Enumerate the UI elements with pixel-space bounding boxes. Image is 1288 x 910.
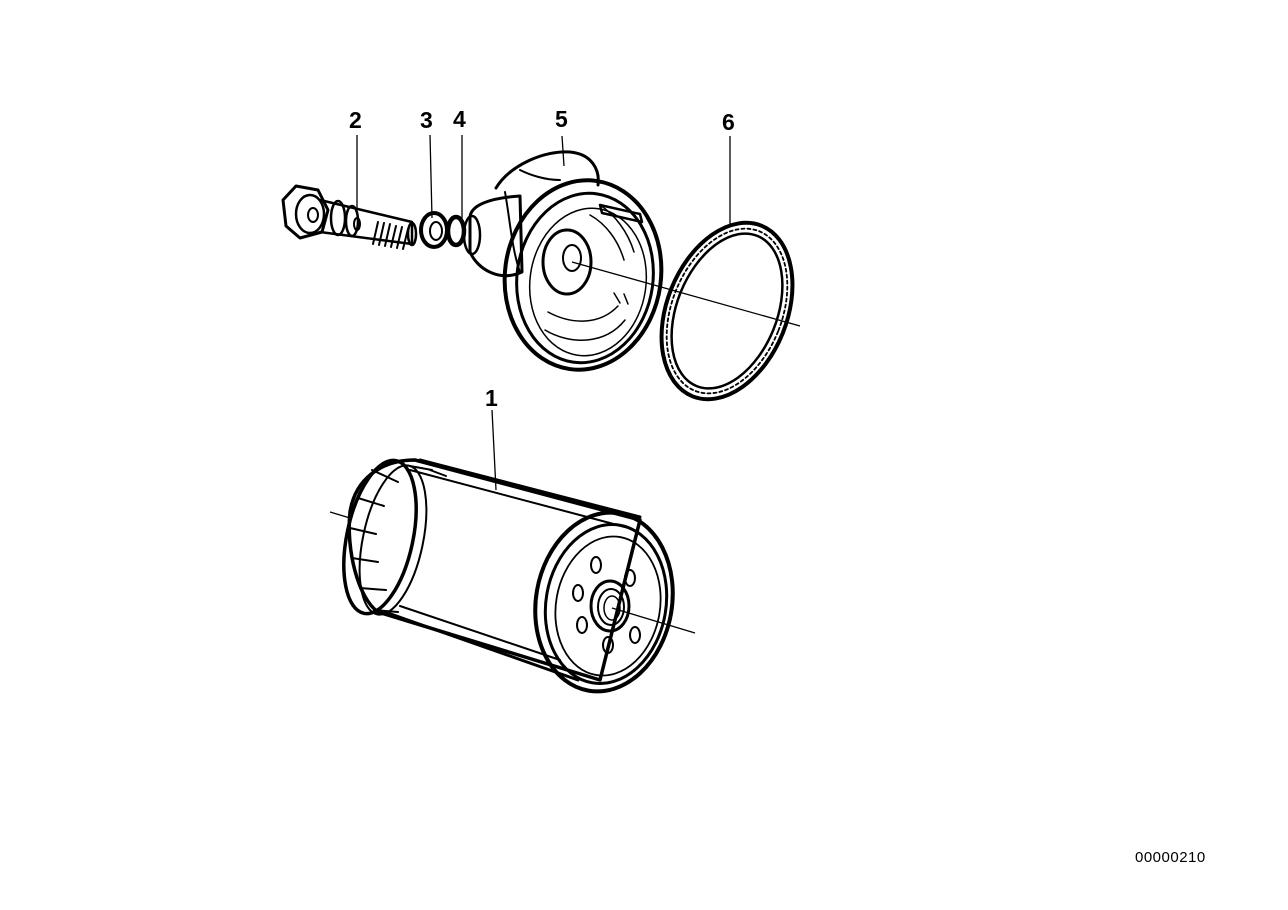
leader-part-5 <box>561 135 565 167</box>
leader-lines <box>356 134 731 491</box>
callout-part-4: 4 <box>453 106 466 132</box>
callout-part-5: 5 <box>555 106 568 132</box>
part-1-oil-filter[interactable] <box>332 454 687 703</box>
leader-part-3 <box>429 134 433 219</box>
part-5-filter-head-housing[interactable] <box>462 150 673 380</box>
callout-labels: 1 2 3 4 5 6 <box>349 106 735 411</box>
callout-part-1: 1 <box>485 385 498 411</box>
callout-part-3: 3 <box>420 107 433 133</box>
leader-part-1 <box>491 409 497 491</box>
diagram-reference-number: 00000210 <box>1135 849 1206 866</box>
part-6-seal-ring[interactable] <box>637 203 817 419</box>
part-3-gasket-ring[interactable] <box>419 211 449 249</box>
callout-part-6: 6 <box>722 109 735 135</box>
callout-part-2: 2 <box>349 107 362 133</box>
part-2-hollow-bolt[interactable] <box>281 184 418 250</box>
